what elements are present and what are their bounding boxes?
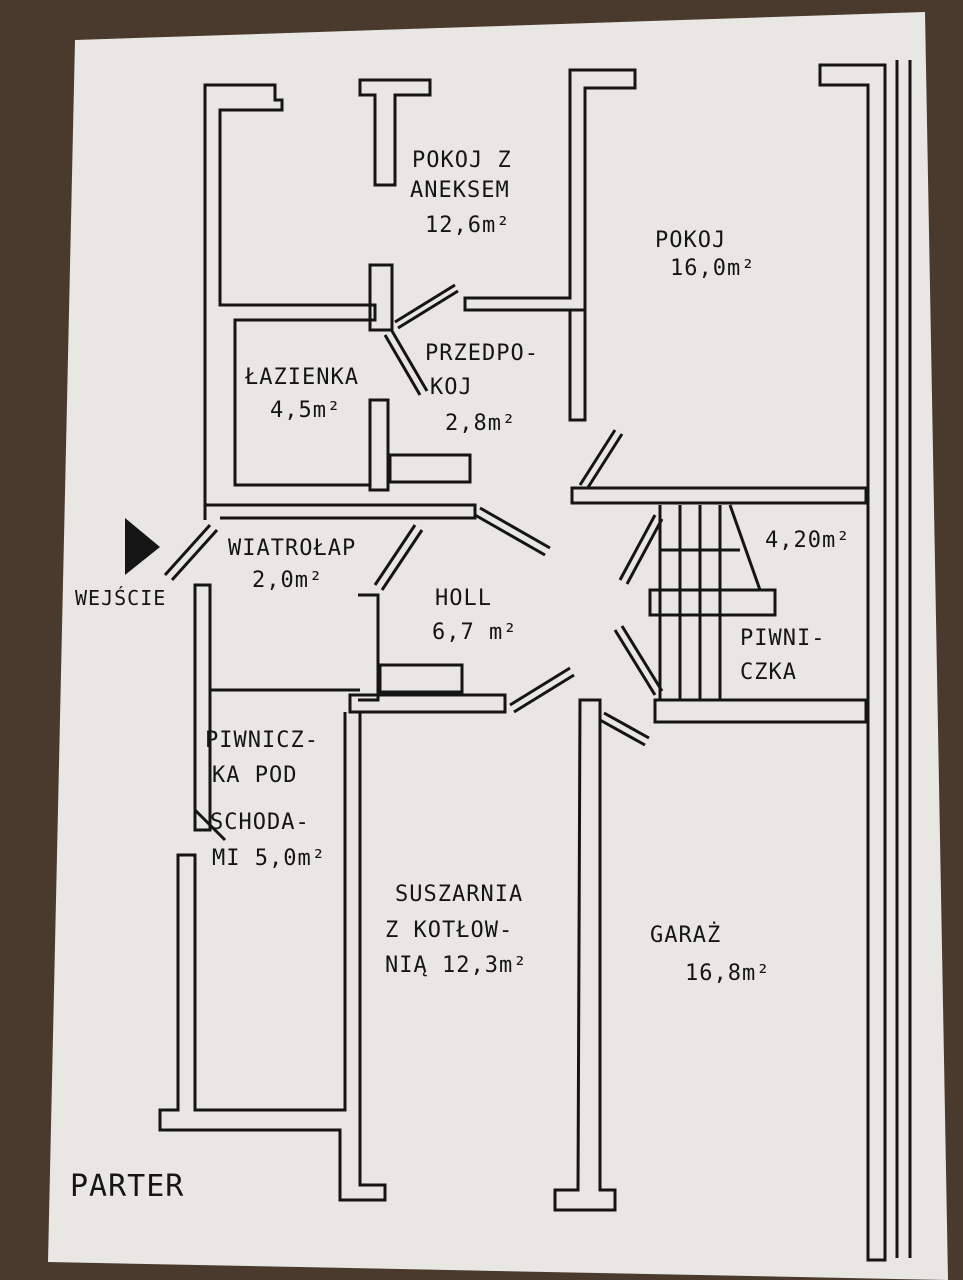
door: [394, 283, 459, 330]
wall-top-pillar: [358, 78, 432, 187]
room-area: MI 5,0m²: [212, 846, 326, 871]
room-label: KA POD: [212, 763, 298, 788]
wall-holl-bottom: [348, 693, 507, 714]
room-label: PIWNICZ-: [205, 728, 319, 753]
counter-lazienka: [388, 453, 472, 484]
wall-wiatrolap-right: [358, 593, 380, 702]
room-area: 12,6m²: [425, 213, 511, 238]
room-area: NIĄ 12,3m²: [385, 953, 528, 978]
door: [599, 711, 650, 747]
door: [618, 514, 664, 585]
room-label: ANEKSEM: [410, 178, 510, 203]
room-area: 4,5m²: [270, 398, 342, 423]
stairs: [648, 504, 777, 700]
room-label: POKOJ Z: [412, 148, 512, 173]
door: [613, 625, 664, 696]
room-label: GARAŻ: [650, 923, 722, 948]
floor-title: PARTER: [70, 1169, 185, 1204]
room-area: 16,8m²: [685, 961, 771, 986]
doors: [163, 283, 664, 842]
door: [193, 808, 227, 842]
room-area: 2,8m²: [445, 411, 517, 436]
room-area: 16,0m²: [670, 256, 756, 281]
wall-center-vertical: [568, 310, 587, 422]
room-label: PRZEDPO-: [425, 341, 539, 366]
door: [163, 523, 219, 582]
wall-top-right: [818, 63, 887, 1262]
wall-top-left: [203, 83, 377, 520]
room-label: POKOJ: [655, 228, 727, 253]
entrance-label: WEJŚCIE: [75, 586, 167, 610]
room-label: SUSZARNIA: [395, 882, 524, 907]
room-label: WIATROŁAP: [228, 536, 357, 561]
room-label: SCHODA-: [210, 810, 310, 835]
door: [509, 666, 575, 714]
wall-suszarnia-left: [158, 712, 387, 1202]
room-label: KOJ: [430, 375, 473, 400]
door: [383, 330, 429, 396]
room-label: ŁAZIENKA: [245, 365, 359, 390]
wall-lazienka-pillar: [368, 263, 394, 332]
room-area: 4,20m²: [765, 528, 851, 553]
room-label: HOLL: [435, 586, 492, 611]
room-label: PIWNI-: [740, 626, 826, 651]
counter-holl: [378, 663, 464, 694]
wall-far-right: [895, 60, 912, 1258]
room-area: 6,7 m²: [432, 620, 518, 645]
room-label: CZKA: [740, 660, 797, 685]
wall-lazienka-right: [368, 398, 390, 492]
wall-pokoj-bottom: [570, 486, 868, 505]
room-label: Z KOTŁOW-: [385, 918, 514, 943]
entrance-arrow-icon: [125, 518, 160, 575]
door: [578, 429, 624, 490]
walls: [158, 60, 912, 1262]
room-area: 2,0m²: [252, 568, 324, 593]
wall-lazienka-bottom: [205, 503, 477, 520]
wall-suszarnia-right: [553, 698, 617, 1212]
paper-sheet: [48, 12, 948, 1280]
door: [373, 524, 424, 591]
wall-wejscie: [193, 583, 212, 832]
wall-piwniczka-bottom: [653, 698, 868, 724]
door: [474, 506, 551, 557]
